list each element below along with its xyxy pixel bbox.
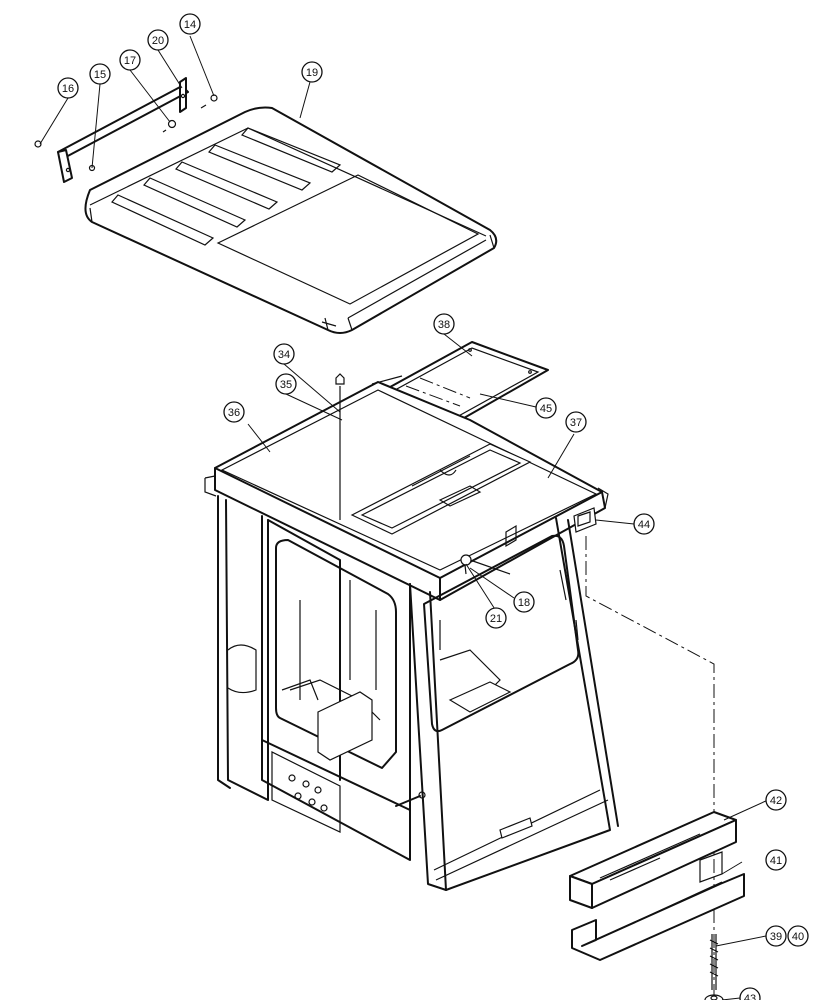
callout-20: 20 [147, 29, 169, 51]
svg-text:38: 38 [438, 319, 450, 331]
callout-39: 39 [765, 925, 787, 947]
svg-text:40: 40 [792, 931, 804, 943]
callout-34: 34 [273, 343, 295, 365]
callout-42: 42 [765, 789, 787, 811]
callout-14: 14 [179, 13, 201, 35]
svg-text:16: 16 [62, 83, 74, 95]
nut [704, 994, 724, 1000]
svg-text:20: 20 [152, 35, 164, 47]
callout-41: 41 [765, 849, 787, 871]
svg-text:18: 18 [518, 597, 530, 609]
callout-15: 15 [89, 63, 111, 85]
callout-43: 43 [739, 987, 761, 1000]
svg-text:15: 15 [94, 69, 106, 81]
callout-17: 17 [119, 49, 141, 71]
svg-text:41: 41 [770, 855, 782, 867]
callout-40: 40 [787, 925, 809, 947]
svg-text:45: 45 [540, 403, 552, 415]
svg-text:35: 35 [280, 379, 292, 391]
hold-down-bolt [709, 934, 719, 990]
svg-text:37: 37 [570, 417, 582, 429]
svg-text:21: 21 [490, 613, 502, 625]
battery-box [569, 811, 737, 909]
leader-lines [39, 35, 769, 1000]
svg-text:19: 19 [306, 67, 318, 79]
svg-text:34: 34 [278, 349, 290, 361]
roof-panel [84, 106, 498, 334]
callout-19: 19 [301, 61, 323, 83]
callout-21: 21 [485, 607, 507, 629]
svg-text:14: 14 [184, 19, 196, 31]
svg-text:39: 39 [770, 931, 782, 943]
svg-text:17: 17 [124, 55, 136, 67]
svg-text:43: 43 [744, 993, 756, 1000]
callout-38: 38 [433, 313, 455, 335]
svg-text:44: 44 [638, 519, 650, 531]
svg-text:36: 36 [228, 407, 240, 419]
callout-37: 37 [565, 411, 587, 433]
callout-36: 36 [223, 401, 245, 423]
callout-35: 35 [275, 373, 297, 395]
callout-44: 44 [633, 513, 655, 535]
svg-text:42: 42 [770, 795, 782, 807]
cab-body [204, 373, 619, 891]
callout-18: 18 [513, 591, 535, 613]
callout-16: 16 [57, 77, 79, 99]
callout-45: 45 [535, 397, 557, 419]
